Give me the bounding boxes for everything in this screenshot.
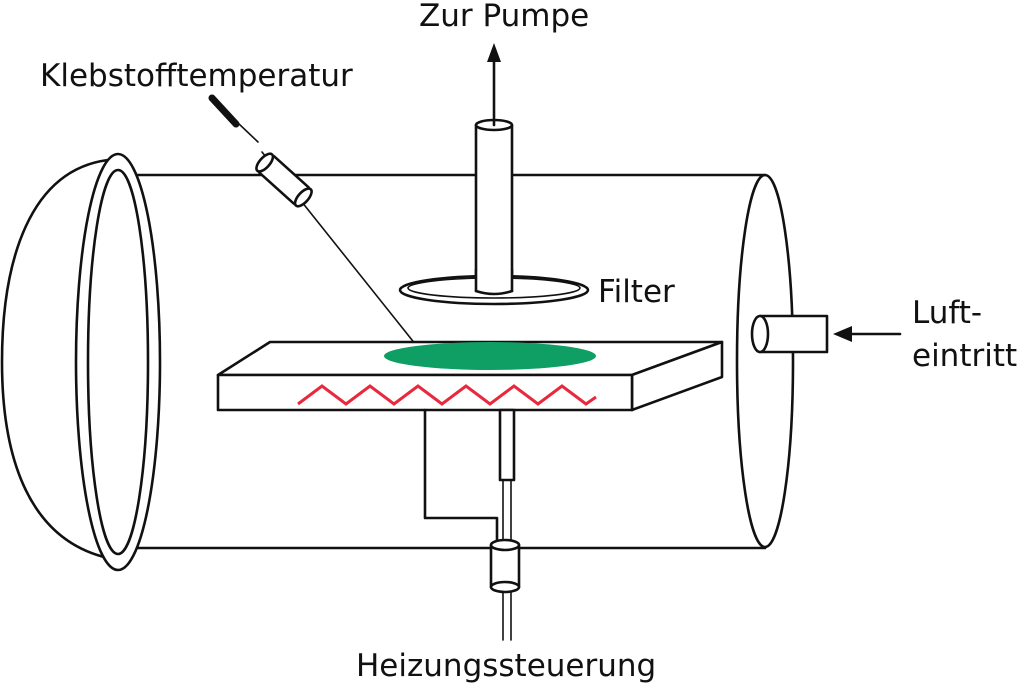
label-filter: Filter xyxy=(598,274,675,310)
label-adhesive-temperature: Klebstofftemperatur xyxy=(40,58,353,94)
probe-sleeve xyxy=(255,152,313,208)
chamber-cylinder xyxy=(98,173,795,550)
chamber-right-end xyxy=(735,173,795,549)
pump-pipe xyxy=(474,123,514,297)
heating-control-wiring xyxy=(423,408,521,641)
air-inlet-arrow-icon xyxy=(833,326,852,342)
pump-arrow-icon xyxy=(487,43,501,62)
adhesive-sample xyxy=(384,342,596,370)
filter-disc xyxy=(398,268,590,306)
label-pump: Zur Pumpe xyxy=(419,0,589,34)
pump-tube xyxy=(474,43,514,297)
air-inlet xyxy=(750,314,902,354)
label-heating-control: Heizungssteuerung xyxy=(356,648,656,684)
chamber-door xyxy=(0,152,162,572)
control-sleeve xyxy=(489,538,521,594)
plate-support-post xyxy=(498,408,516,482)
temperature-probe xyxy=(208,94,417,346)
label-air-inlet-line2: eintritt xyxy=(912,338,1017,374)
heating-plate xyxy=(216,340,724,412)
label-air-inlet-line1: Luft- xyxy=(912,295,982,331)
heating-element-zigzag xyxy=(297,384,597,406)
